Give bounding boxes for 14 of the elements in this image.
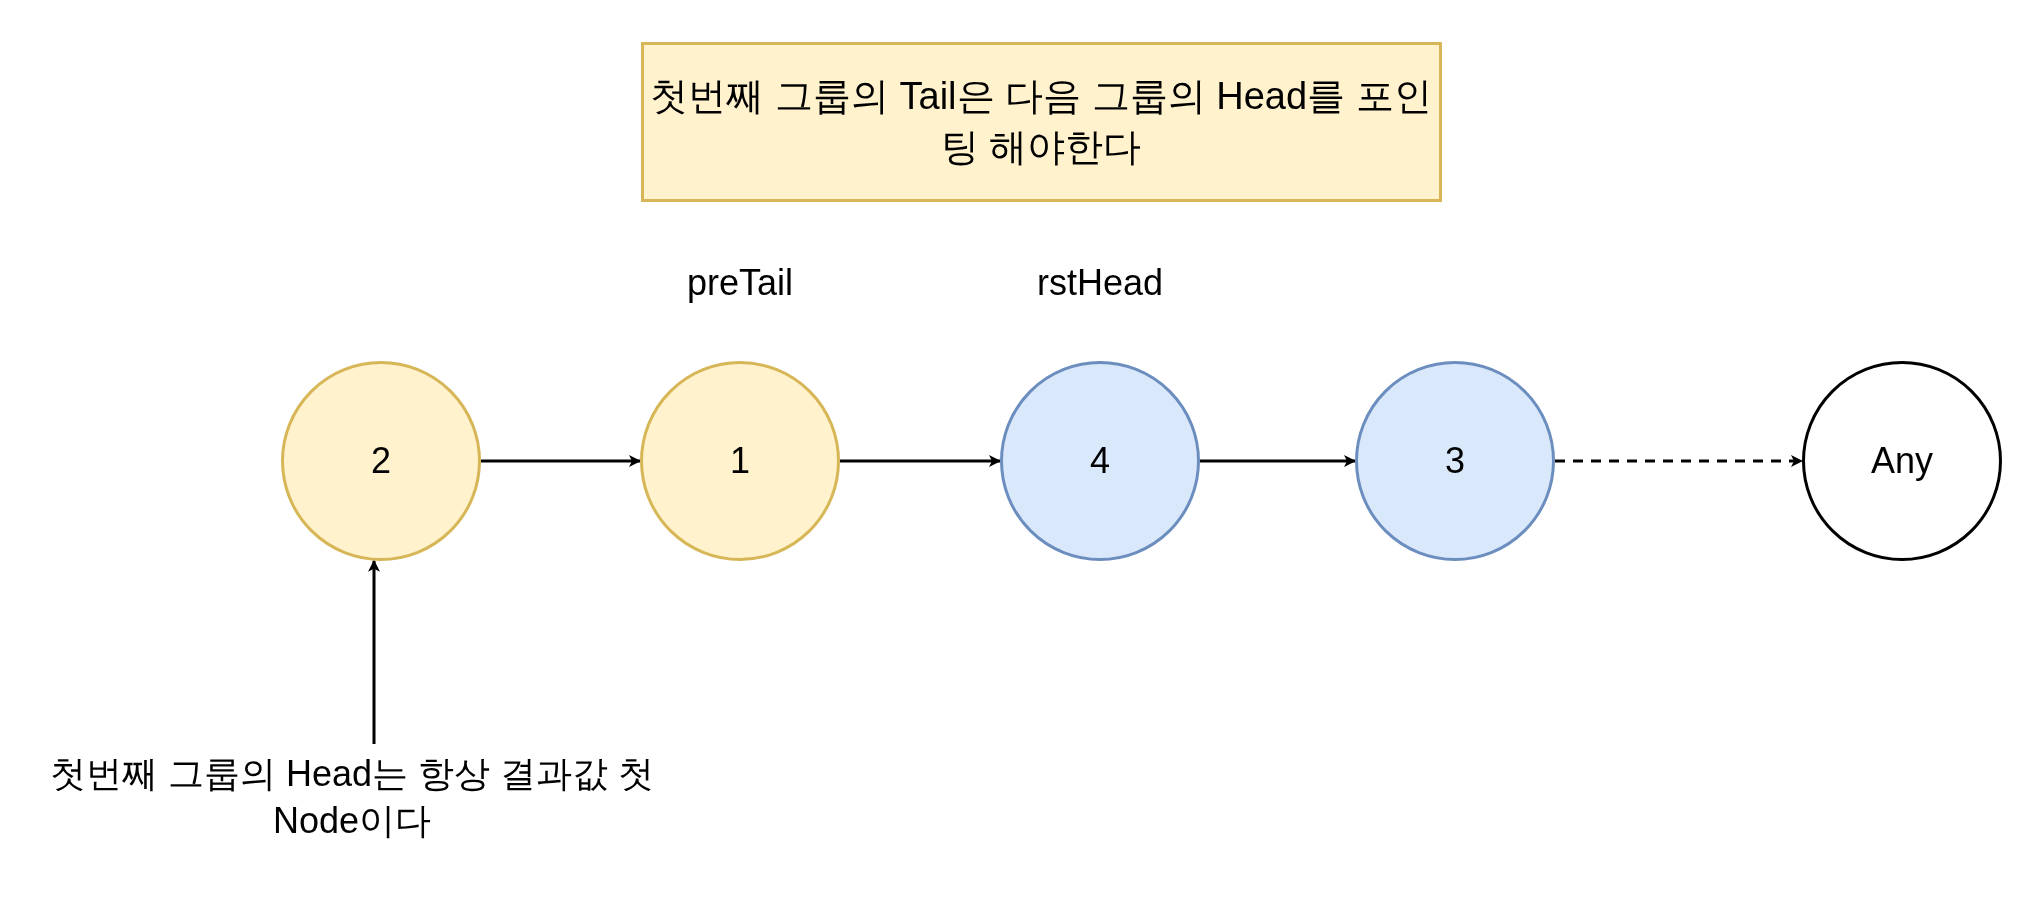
list-node-circle: 4	[1000, 361, 1200, 561]
arrow	[368, 559, 380, 744]
list-node-circle: Any	[1802, 361, 2002, 561]
annotation-text: 첫번째 그룹의 Head는 항상 결과값 첫 Node이다	[32, 748, 672, 848]
arrow	[481, 455, 641, 467]
pointer-label: preTail	[686, 262, 794, 304]
list-node-circle: 1	[640, 361, 840, 561]
pointer-label: rstHead	[1036, 262, 1164, 304]
arrow	[1200, 455, 1356, 467]
arrow	[1555, 455, 1803, 467]
list-node-circle: 2	[281, 361, 481, 561]
note-box: 첫번째 그룹의 Tail은 다음 그룹의 Head를 포인팅 해야한다	[640, 42, 1442, 202]
list-node-circle: 3	[1355, 361, 1555, 561]
arrow	[840, 455, 1001, 467]
